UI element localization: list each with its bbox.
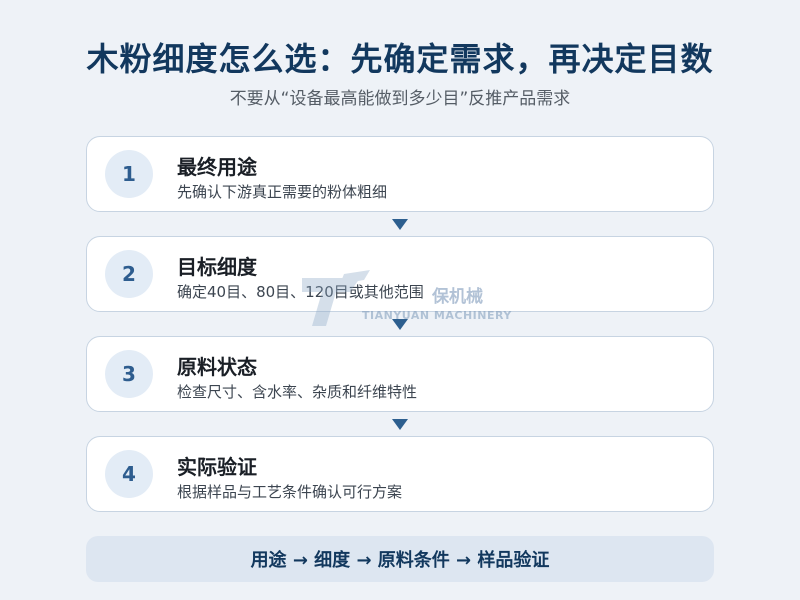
step-card-2: 2 目标细度 确定40目、80目、120目或其他范围 [86, 236, 714, 312]
step-card-1: 1 最终用途 先确认下游真正需要的粉体粗细 [86, 136, 714, 212]
page-subtitle: 不要从“设备最高能做到多少目”反推产品需求 [229, 89, 571, 109]
step-description: 先确认下游真正需要的粉体粗细 [177, 183, 388, 201]
page-title: 木粉细度怎么选：先确定需求，再决定目数 [86, 40, 714, 78]
step-number-badge: 1 [105, 150, 153, 198]
down-arrow-icon [392, 419, 408, 430]
down-arrow-icon [392, 319, 408, 330]
step-card-4: 4 实际验证 根据样品与工艺条件确认可行方案 [86, 436, 714, 512]
step-title: 最终用途 [177, 155, 257, 179]
step-description: 确定40目、80目、120目或其他范围 [177, 283, 424, 301]
watermark-name-en: TIANYUAN MACHINERY [362, 309, 512, 322]
step-title: 原料状态 [177, 355, 257, 379]
watermark-name-cn: 保机械 [432, 287, 483, 307]
step-number-badge: 2 [105, 250, 153, 298]
step-description: 根据样品与工艺条件确认可行方案 [177, 483, 403, 501]
step-title: 实际验证 [177, 455, 257, 479]
summary-flow-bar: 用途 → 细度 → 原料条件 → 样品验证 [86, 536, 714, 582]
step-description: 检查尺寸、含水率、杂质和纤维特性 [177, 383, 418, 401]
step-title: 目标细度 [177, 255, 257, 279]
step-number-badge: 4 [105, 450, 153, 498]
step-number-badge: 3 [105, 350, 153, 398]
down-arrow-icon [392, 219, 408, 230]
step-card-3: 3 原料状态 检查尺寸、含水率、杂质和纤维特性 [86, 336, 714, 412]
